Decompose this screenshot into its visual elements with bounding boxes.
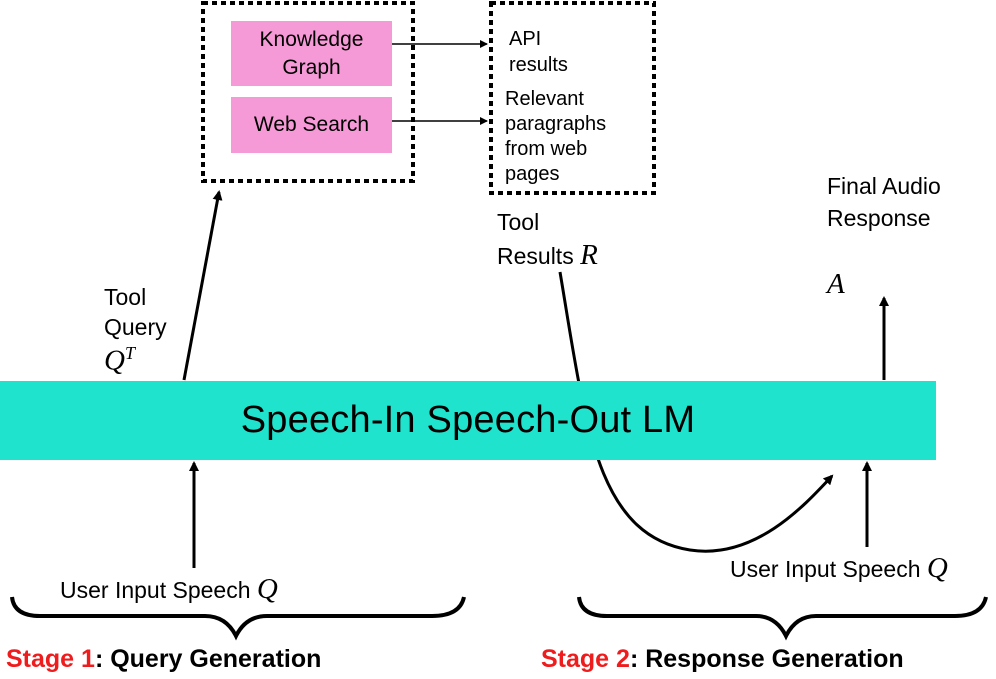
web-search-label: Web Search bbox=[253, 113, 370, 136]
user-input-text-stage2: User Input Speech bbox=[730, 556, 921, 582]
tools-dotted-frame bbox=[201, 1, 415, 183]
stage2-brace bbox=[577, 596, 988, 641]
tool-results-line1: Tool bbox=[497, 209, 540, 235]
web-search-box: Web Search bbox=[231, 97, 392, 153]
stage2-prefix: Stage 2 bbox=[541, 645, 630, 673]
tool-query-text: Tool Query bbox=[104, 284, 167, 340]
final-response-text: Final Audio Response bbox=[827, 173, 941, 231]
user-input-text-stage1: User Input Speech bbox=[60, 577, 251, 603]
tool-query-label: Tool Query bbox=[104, 282, 194, 342]
knowledge-graph-box: Knowledge Graph bbox=[231, 21, 392, 86]
tool-results-symbol: R bbox=[580, 239, 598, 271]
user-input-symbol-stage1: Q bbox=[256, 573, 278, 605]
stage1-brace bbox=[10, 596, 466, 641]
relevant-paragraphs-text: Relevant paragraphs from web pages bbox=[505, 88, 607, 185]
api-results-text: API results bbox=[509, 28, 568, 76]
stage2-title: Stage 2: Response Generation bbox=[541, 645, 904, 674]
tool-query-q: Q bbox=[104, 344, 125, 377]
user-input-label-stage1: User Input Speech Q bbox=[60, 574, 278, 606]
stage1-title: Stage 1: Query Generation bbox=[6, 645, 321, 674]
speech-lm-label: Speech-In Speech-Out LM bbox=[240, 399, 696, 441]
tool-results-text: Results bbox=[497, 243, 574, 269]
user-input-label-stage2: User Input Speech Q bbox=[730, 553, 948, 585]
user-input-symbol-stage2: Q bbox=[926, 552, 948, 584]
stage2-suffix: : Response Generation bbox=[629, 645, 904, 673]
tool-query-superscript: T bbox=[124, 343, 135, 363]
stage1-prefix: Stage 1 bbox=[6, 645, 95, 673]
tool-results-line2: Results R bbox=[497, 240, 598, 272]
final-response-symbol: A bbox=[827, 268, 845, 300]
speech-lm-bar: Speech-In Speech-Out LM bbox=[0, 381, 936, 460]
tool-query-symbol: QT bbox=[104, 343, 135, 378]
stage1-suffix: : Query Generation bbox=[94, 645, 322, 673]
tool-query-arrow bbox=[182, 190, 223, 381]
results-dotted-frame bbox=[489, 1, 656, 195]
knowledge-graph-label: Knowledge Graph bbox=[259, 27, 364, 79]
